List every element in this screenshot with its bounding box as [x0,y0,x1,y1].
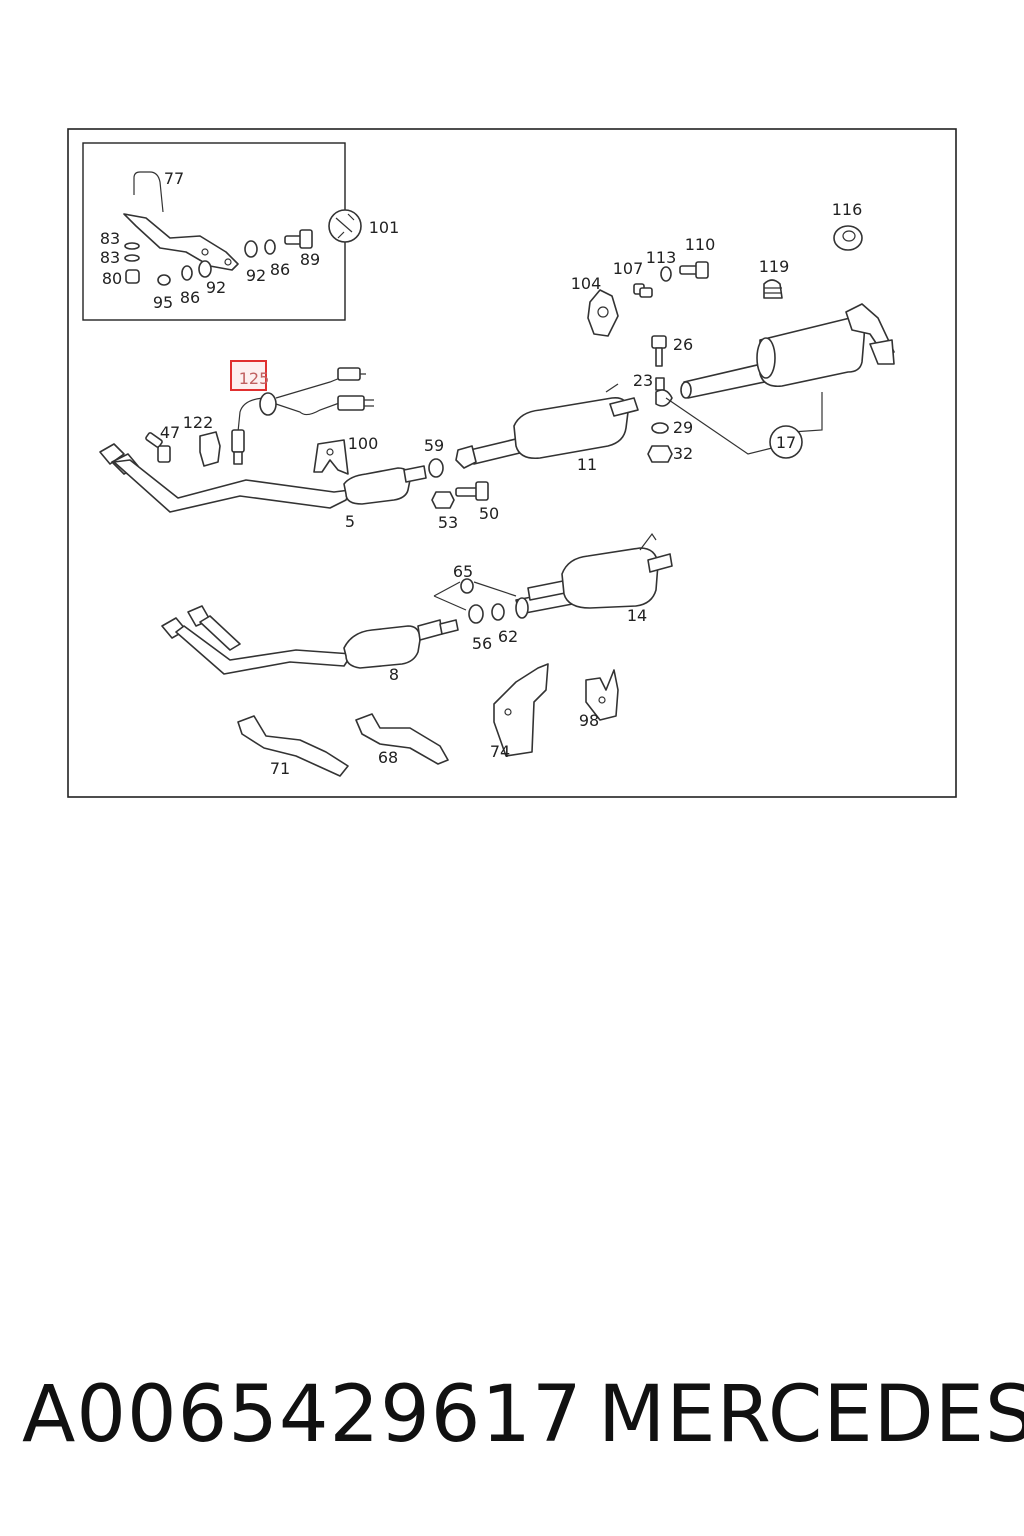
callout-98: 98 [579,711,599,730]
callout-17: 17 [776,433,796,452]
upper-right-hardware [587,225,863,463]
middle-muffler-11 [455,383,639,469]
front-pipe-hardware [145,431,489,509]
callout-32: 32 [673,444,693,463]
callout-119: 119 [759,257,790,276]
callout-83: 83 [100,248,120,267]
callout-125: 125 [239,369,270,388]
callout-110: 110 [685,235,716,254]
callout-62: 62 [498,627,518,646]
callout-89: 89 [300,250,320,269]
callout-11: 11 [577,455,597,474]
callout-68: 68 [378,748,398,767]
callout-74: 74 [490,742,510,761]
callout-100: 100 [348,434,379,453]
exhaust-system-diagram: 7783838095869292868910111610410711311011… [67,128,957,798]
callout-92: 92 [246,266,266,285]
callout-29: 29 [673,418,693,437]
callout-77: 77 [164,169,184,188]
rear-muffler-17 [665,303,895,459]
callout-101: 101 [369,218,400,237]
part-number: A0065429617 [22,1370,583,1460]
callout-23: 23 [633,371,653,390]
callout-122: 122 [183,413,214,432]
front-pipe-catalyst-5 [99,443,427,513]
footer: A0065429617 MERCEDES [0,1370,1024,1480]
callout-80: 80 [102,269,122,288]
callout-95: 95 [153,293,173,312]
callout-113: 113 [646,248,677,267]
callout-71: 71 [270,759,290,778]
inset-bracket-kit [123,171,362,286]
clamp-seal-group [433,578,517,624]
oxygen-sensor-125 [231,367,374,465]
callout-86: 86 [270,260,290,279]
callout-92: 92 [206,278,226,297]
callout-14: 14 [627,606,647,625]
rear-pipe-14 [515,532,673,619]
callout-5: 5 [345,512,355,531]
callout-107: 107 [613,259,644,278]
callout-116: 116 [832,200,863,219]
callout-47: 47 [160,423,180,442]
callout-65: 65 [453,562,473,581]
callout-8: 8 [389,665,399,684]
callout-83: 83 [100,229,120,248]
callout-86: 86 [180,288,200,307]
brand-name: MERCEDES [598,1370,1024,1460]
front-pipe-catalyst-8 [161,605,459,675]
callout-104: 104 [571,274,602,293]
callout-59: 59 [424,436,444,455]
diagram-frame [67,128,957,798]
callout-53: 53 [438,513,458,532]
callout-50: 50 [479,504,499,523]
brackets [237,663,619,777]
highlight-box-125 [230,360,267,391]
callout-56: 56 [472,634,492,653]
callout-26: 26 [673,335,693,354]
